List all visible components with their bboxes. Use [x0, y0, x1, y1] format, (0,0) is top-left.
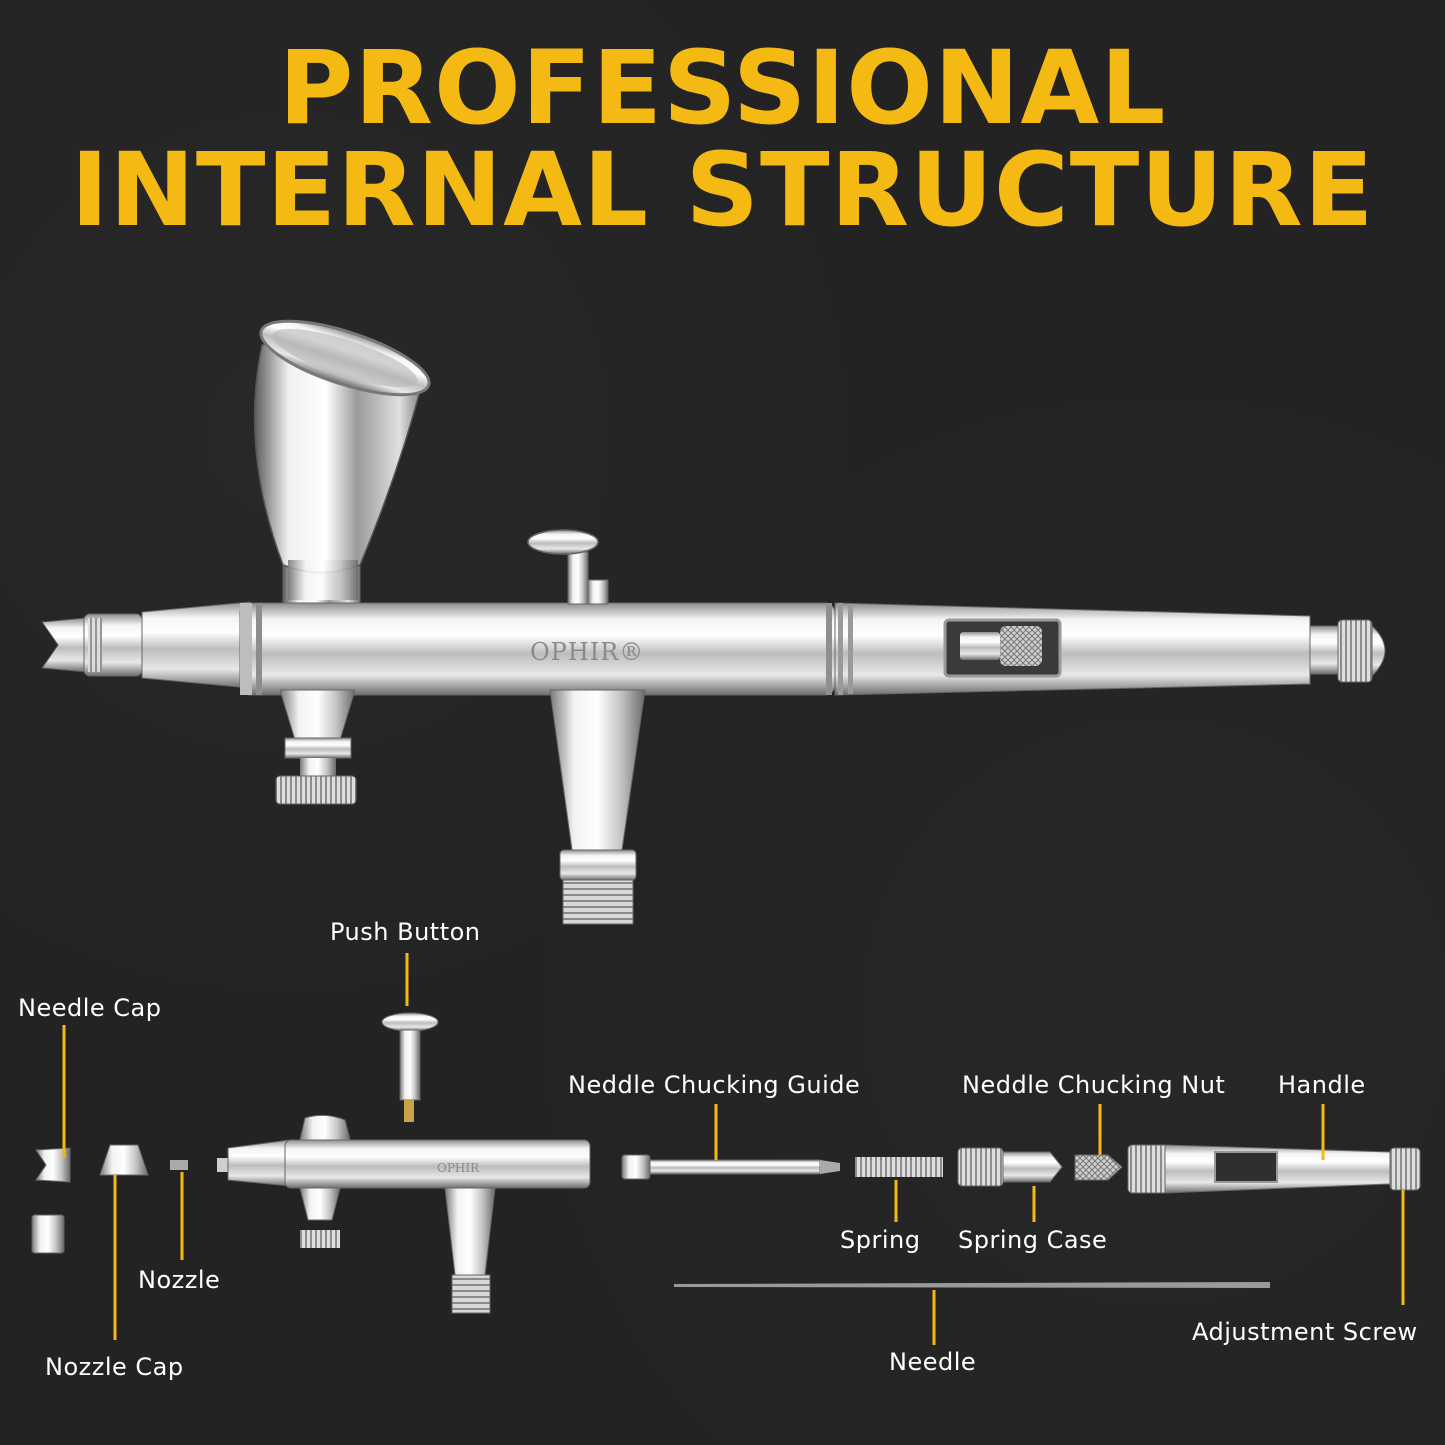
- part-spring: [855, 1157, 943, 1177]
- label-spring: Spring: [840, 1226, 921, 1254]
- main-front-knob: [275, 775, 357, 805]
- label-needle-chucking-nut: Neddle Chucking Nut: [962, 1071, 1226, 1099]
- main-airbrush: OPHIR®: [41, 319, 1386, 925]
- part-needle-chucking-nut: [1074, 1154, 1123, 1181]
- part-nozzle: [170, 1160, 188, 1170]
- part-body: [284, 1139, 591, 1189]
- label-push-button: Push Button: [330, 918, 481, 946]
- part-adjustment-screw: [1389, 1147, 1421, 1191]
- part-nozzle-cap: [99, 1144, 149, 1176]
- label-nozzle: Nozzle: [138, 1266, 221, 1294]
- exploded-parts: OPHIR: [31, 1012, 1421, 1314]
- main-needle-cap: [41, 617, 86, 673]
- brand-logo: OPHIR®: [530, 638, 644, 666]
- part-push-button: [381, 1012, 439, 1032]
- headline-line-1: PROFESSIONAL: [278, 29, 1167, 148]
- label-needle-cap: Needle Cap: [18, 994, 162, 1022]
- label-handle: Handle: [1278, 1071, 1366, 1099]
- part-spring-case: [957, 1147, 1004, 1187]
- main-handle: [834, 602, 1311, 696]
- label-needle: Needle: [889, 1348, 977, 1376]
- label-neddle-chucking-guide: Neddle Chucking Guide: [568, 1071, 861, 1099]
- part-body-brand: OPHIR: [437, 1161, 480, 1175]
- leader-lines: [62, 953, 1405, 1345]
- main-adjustment-screw: [1337, 619, 1373, 683]
- headline-line-2: INTERNAL STRUCTURE: [70, 131, 1375, 250]
- part-needle: [674, 1282, 1270, 1288]
- main-push-button: [527, 529, 599, 555]
- part-needle-chucking-guide: [621, 1154, 651, 1180]
- part-needle-cap-alt: [31, 1214, 65, 1254]
- label-nozzle-cap: Nozzle Cap: [45, 1353, 184, 1381]
- main-air-inlet: [549, 689, 646, 851]
- label-adjustment-screw: Adjustment Screw: [1192, 1318, 1418, 1346]
- label-spring-case: Spring Case: [958, 1226, 1108, 1254]
